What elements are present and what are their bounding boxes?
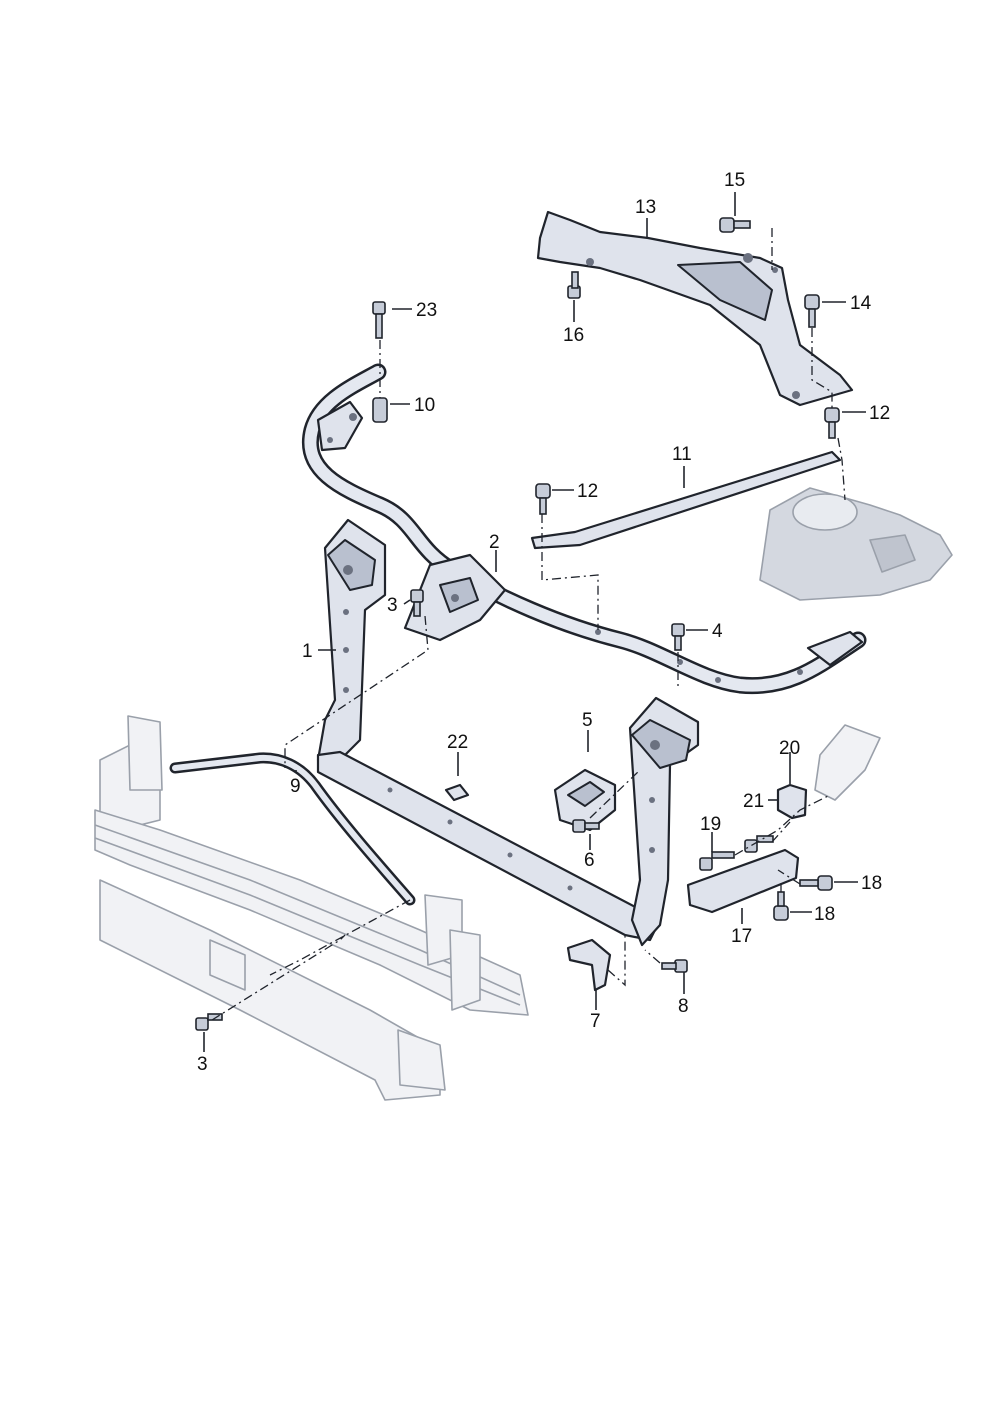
callout-18-lower: 18 [814, 904, 835, 925]
callout-10: 10 [414, 395, 435, 416]
callout-14: 14 [850, 293, 872, 314]
tie-bar [530, 450, 842, 550]
callout-16: 16 [563, 325, 584, 346]
callout-15: 15 [724, 170, 745, 191]
lock-holder [553, 768, 617, 832]
callout-17: 17 [731, 926, 752, 947]
assembly-lines [211, 228, 846, 1021]
clip-22 [444, 783, 470, 802]
left-side-member [316, 518, 387, 762]
upper-cross-member [301, 363, 867, 695]
callout-9: 9 [290, 776, 301, 797]
callout-6: 6 [584, 850, 595, 871]
callout-12-left: 12 [577, 481, 598, 502]
callout-11: 11 [672, 444, 692, 465]
strut-brace [536, 210, 854, 407]
callout-3-upper: 3 [387, 595, 398, 616]
callout-8: 8 [678, 996, 689, 1017]
callouts: 1 2 3 3 4 5 6 7 8 9 10 11 12 12 13 14 15… [197, 170, 890, 1075]
callout-4: 4 [712, 621, 723, 642]
callout-2: 2 [489, 532, 500, 553]
callout-1: 1 [302, 641, 313, 662]
callout-18-upper: 18 [861, 873, 882, 894]
right-side-member [628, 696, 700, 947]
fasteners [195, 217, 840, 1031]
callout-5: 5 [582, 710, 593, 731]
callout-13: 13 [635, 197, 656, 218]
fender-bracket-ghost [814, 724, 881, 801]
callout-21: 21 [743, 791, 764, 812]
callout-22: 22 [447, 732, 468, 753]
brace-rod [169, 752, 416, 906]
callout-12-right: 12 [869, 403, 890, 424]
bracket-17 [686, 848, 800, 914]
bracket-20 [776, 783, 808, 820]
callout-7: 7 [590, 1011, 601, 1032]
bumper-carrier-ghost [94, 715, 529, 1101]
bracket-7 [566, 938, 612, 992]
callout-3-lower: 3 [197, 1054, 208, 1075]
leader-lines [203, 192, 866, 1052]
callout-19: 19 [700, 814, 721, 835]
callout-23: 23 [416, 300, 437, 321]
suspension-tower-ghost [759, 487, 953, 601]
callout-20: 20 [779, 738, 800, 759]
lower-cross-member [316, 750, 662, 942]
